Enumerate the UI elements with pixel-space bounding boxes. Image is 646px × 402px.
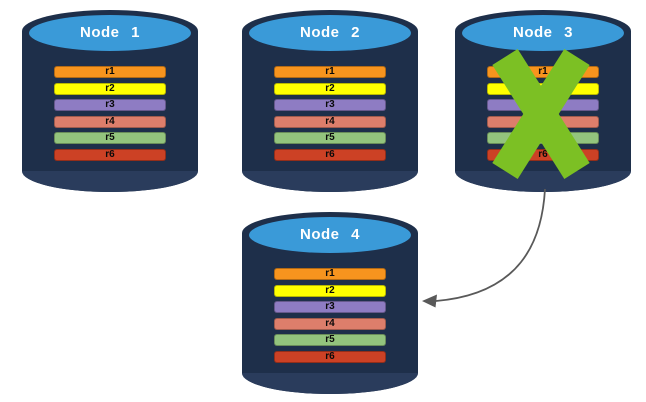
record-bar-r6: r6	[274, 350, 386, 363]
node-1: Node 1 r1 r2 r3 r4 r5 r6	[22, 10, 198, 192]
record-bar-r2: r2	[274, 82, 386, 95]
node-3: Node 3 r1 r2 r3 r4 r5 r6	[455, 10, 631, 192]
record-bar-r4: r4	[54, 115, 166, 128]
cylinder-top-cap	[249, 15, 411, 51]
node-2-records: r1 r2 r3 r4 r5 r6	[274, 66, 386, 161]
record-bar-r6: r6	[274, 148, 386, 161]
node-4-records: r1 r2 r3 r4 r5 r6	[274, 268, 386, 363]
record-bar-r3: r3	[54, 99, 166, 111]
record-bar-r5: r5	[274, 334, 386, 346]
node-2-title: Node 2	[299, 24, 360, 41]
record-bar-r3: r3	[274, 301, 386, 313]
arrow-head	[422, 294, 437, 308]
record-bar-r4: r4	[274, 115, 386, 128]
record-bar-r2: r2	[274, 284, 386, 297]
arrow-curve	[435, 188, 546, 302]
record-bar-r1: r1	[274, 268, 386, 280]
cylinder-bottom-cap	[455, 171, 631, 192]
node-2: Node 2 r1 r2 r3 r4 r5 r6	[242, 10, 418, 192]
record-bar-r5: r5	[274, 132, 386, 144]
record-bar-r6: r6	[54, 148, 166, 161]
cylinder-bottom-cap	[242, 373, 418, 394]
record-bar-r3: r3	[274, 99, 386, 111]
node-4: Node 4 r1 r2 r3 r4 r5 r6	[242, 212, 418, 394]
record-bar-r5: r5	[54, 132, 166, 144]
cylinder-top-cap	[249, 217, 411, 253]
node-3-title: Node 3	[512, 24, 573, 41]
cylinder-bottom-cap	[22, 171, 198, 192]
x-stroke-2	[492, 48, 590, 180]
failure-x-icon	[492, 48, 590, 180]
node-4-title: Node 4	[299, 226, 360, 243]
record-bar-r2: r2	[54, 82, 166, 95]
record-bar-r1: r1	[54, 66, 166, 78]
record-bar-r4: r4	[274, 317, 386, 330]
node-1-title: Node 1	[79, 24, 140, 41]
node-1-records: r1 r2 r3 r4 r5 r6	[54, 66, 166, 161]
cylinder-top-cap	[29, 15, 191, 51]
record-bar-r1: r1	[274, 66, 386, 78]
cylinder-bottom-cap	[242, 171, 418, 192]
cylinder-top-cap	[462, 15, 624, 51]
